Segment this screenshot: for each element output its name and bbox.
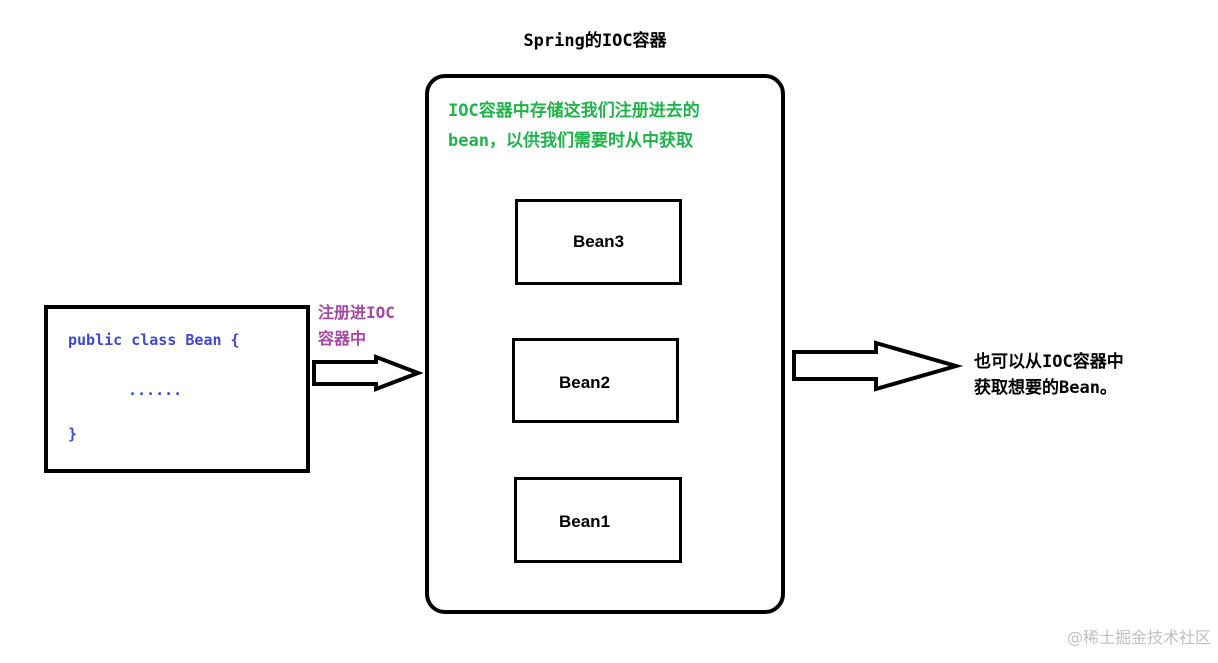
container-note-line-1: IOC容器中存储这我们注册进去的 (448, 101, 700, 121)
code-line-3: } (68, 425, 78, 443)
register-arrow (312, 354, 424, 392)
code-line-2: ...... (128, 381, 183, 399)
code-line-1: public class Bean { (68, 331, 240, 349)
retrieve-label: 也可以从IOC容器中 获取想要的Bean。 (974, 349, 1174, 401)
container-note: IOC容器中存储这我们注册进去的 bean，以供我们需要时从中获取 (448, 96, 768, 156)
register-arrow-shape (312, 354, 424, 392)
diagram-title: Spring的IOC容器 (523, 31, 667, 51)
retrieve-arrow (792, 340, 964, 392)
bean1-label: Bean1 (559, 512, 611, 531)
register-label-line-2: 容器中 (318, 329, 367, 348)
register-label-line-1: 注册进IOC (318, 303, 395, 322)
register-label: 注册进IOC 容器中 (318, 300, 428, 352)
retrieve-label-line-2: 获取想要的Bean。 (974, 378, 1117, 398)
bean-class-code-box: public class Bean { ...... } (44, 305, 310, 473)
watermark: @稀土掘金技术社区 (1066, 628, 1211, 647)
bean1-box: Bean1 (514, 477, 682, 563)
retrieve-label-line-1: 也可以从IOC容器中 (974, 352, 1124, 372)
bean3-label: Bean3 (573, 232, 625, 251)
bean3-box: Bean3 (515, 199, 682, 285)
retrieve-arrow-shape (792, 340, 964, 392)
ioc-container (425, 74, 785, 614)
container-note-line-2: bean，以供我们需要时从中获取 (448, 131, 693, 151)
bean2-label: Bean2 (559, 373, 611, 392)
bean2-box: Bean2 (512, 338, 679, 423)
